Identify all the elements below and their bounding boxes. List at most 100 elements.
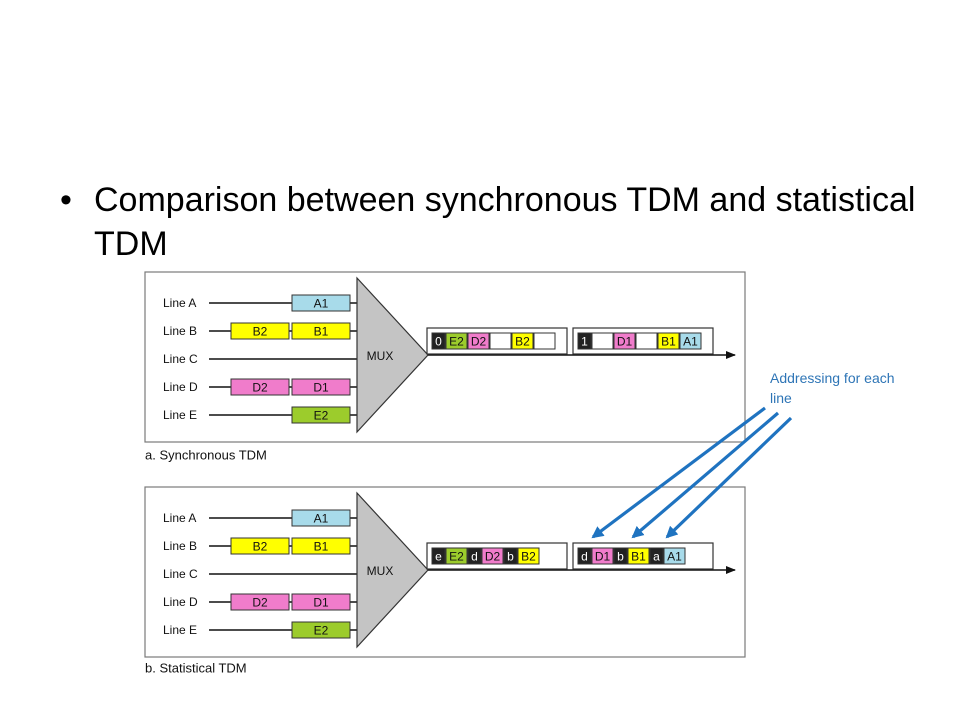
slot-label: E2 — [449, 335, 464, 349]
frame: 0 E2 D2 B2 — [426, 327, 568, 355]
address-slot — [649, 547, 664, 565]
frame: d D1 b B1 a A1 — [572, 542, 714, 570]
data-unit-label: B1 — [314, 325, 329, 339]
panel-caption: b. Statistical TDM — [145, 661, 247, 676]
data-slot — [517, 547, 540, 565]
mux-label: MUX — [367, 564, 394, 578]
data-unit-label: D2 — [252, 381, 268, 395]
slot-label: d — [581, 550, 588, 564]
data-slot — [467, 332, 490, 350]
slot-label: D1 — [617, 335, 633, 349]
address-slot — [467, 547, 482, 565]
data-slot — [627, 547, 650, 565]
address-slot — [577, 547, 592, 565]
data-unit-b2 — [230, 322, 290, 340]
annotation-addressing: Addressing for each line — [770, 370, 895, 406]
slot-label: B1 — [661, 335, 676, 349]
data-unit-b1 — [291, 537, 351, 555]
slot-label: 1 — [581, 335, 588, 349]
data-unit-e2 — [291, 621, 351, 639]
panel-caption: a. Synchronous TDM — [145, 448, 267, 463]
frame: 1 D1 B1 A1 — [572, 327, 714, 355]
address-slot — [613, 547, 628, 565]
line-label: Line B — [163, 324, 197, 338]
line-label: Line A — [163, 511, 196, 525]
line-label: Line C — [163, 567, 198, 581]
line-label: Line D — [163, 595, 198, 609]
bullet-icon: • — [60, 181, 72, 219]
slot-label: D2 — [485, 550, 501, 564]
data-slot — [613, 332, 636, 350]
line-label: Line E — [163, 408, 197, 422]
slot-label: B2 — [515, 335, 530, 349]
data-unit-e2 — [291, 406, 351, 424]
line-label: Line D — [163, 380, 198, 394]
mux-triangle — [356, 491, 429, 649]
slot-label: b — [507, 550, 514, 564]
data-slot — [511, 332, 534, 350]
line-label: Line A — [163, 296, 196, 310]
arrow-to-address-d — [591, 406, 766, 539]
line-label: Line E — [163, 623, 197, 637]
slide-title: • Comparison between synchronous TDM and… — [60, 178, 920, 266]
data-unit-d1 — [291, 378, 351, 396]
data-unit-d2 — [230, 593, 290, 611]
slot-label: D2 — [471, 335, 487, 349]
data-slot — [481, 547, 504, 565]
data-unit-label: A1 — [314, 297, 329, 311]
data-unit-label: D2 — [252, 596, 268, 610]
data-slot — [663, 547, 686, 565]
data-unit-d2 — [230, 378, 290, 396]
slot-label: B1 — [631, 550, 646, 564]
data-unit-label: A1 — [314, 512, 329, 526]
line-label: Line B — [163, 539, 197, 553]
data-unit-a1 — [291, 509, 351, 527]
title-text: Comparison between synchronous TDM and s… — [94, 181, 916, 263]
empty-slot — [591, 332, 614, 350]
slot-label: B2 — [521, 550, 536, 564]
panel-border — [144, 271, 746, 443]
address-slot — [577, 332, 592, 350]
annotation-arrows — [591, 406, 793, 539]
empty-slot — [489, 332, 512, 350]
frame: e E2 d D2 b B2 — [426, 542, 568, 570]
slot-label: a — [653, 550, 660, 564]
slot-label: A1 — [667, 550, 682, 564]
address-slot — [431, 332, 446, 350]
data-unit-label: E2 — [314, 624, 329, 638]
slot-label: A1 — [683, 335, 698, 349]
arrow-to-address-a — [665, 416, 793, 539]
slot-label: e — [435, 550, 442, 564]
data-unit-a1 — [291, 294, 351, 312]
data-slot — [679, 332, 702, 350]
address-slot — [503, 547, 518, 565]
slot-label: 0 — [435, 335, 442, 349]
data-unit-label: D1 — [313, 381, 329, 395]
data-unit-label: B2 — [253, 325, 268, 339]
data-slot — [657, 332, 680, 350]
data-unit-b2 — [230, 537, 290, 555]
address-slot — [431, 547, 446, 565]
slot-label: D1 — [595, 550, 611, 564]
mux-label: MUX — [367, 349, 394, 363]
data-slot — [591, 547, 614, 565]
panel-border — [144, 486, 746, 658]
data-slot — [445, 332, 468, 350]
data-unit-label: D1 — [313, 596, 329, 610]
mux-triangle — [356, 276, 429, 434]
data-unit-d1 — [291, 593, 351, 611]
data-unit-b1 — [291, 322, 351, 340]
slot-label: E2 — [449, 550, 464, 564]
arrow-to-address-b — [631, 411, 780, 539]
empty-slot — [635, 332, 658, 350]
slot-label: d — [471, 550, 478, 564]
slot-label: b — [617, 550, 624, 564]
data-unit-label: B1 — [314, 540, 329, 554]
data-slot — [445, 547, 468, 565]
empty-slot — [533, 332, 556, 350]
data-unit-label: B2 — [253, 540, 268, 554]
